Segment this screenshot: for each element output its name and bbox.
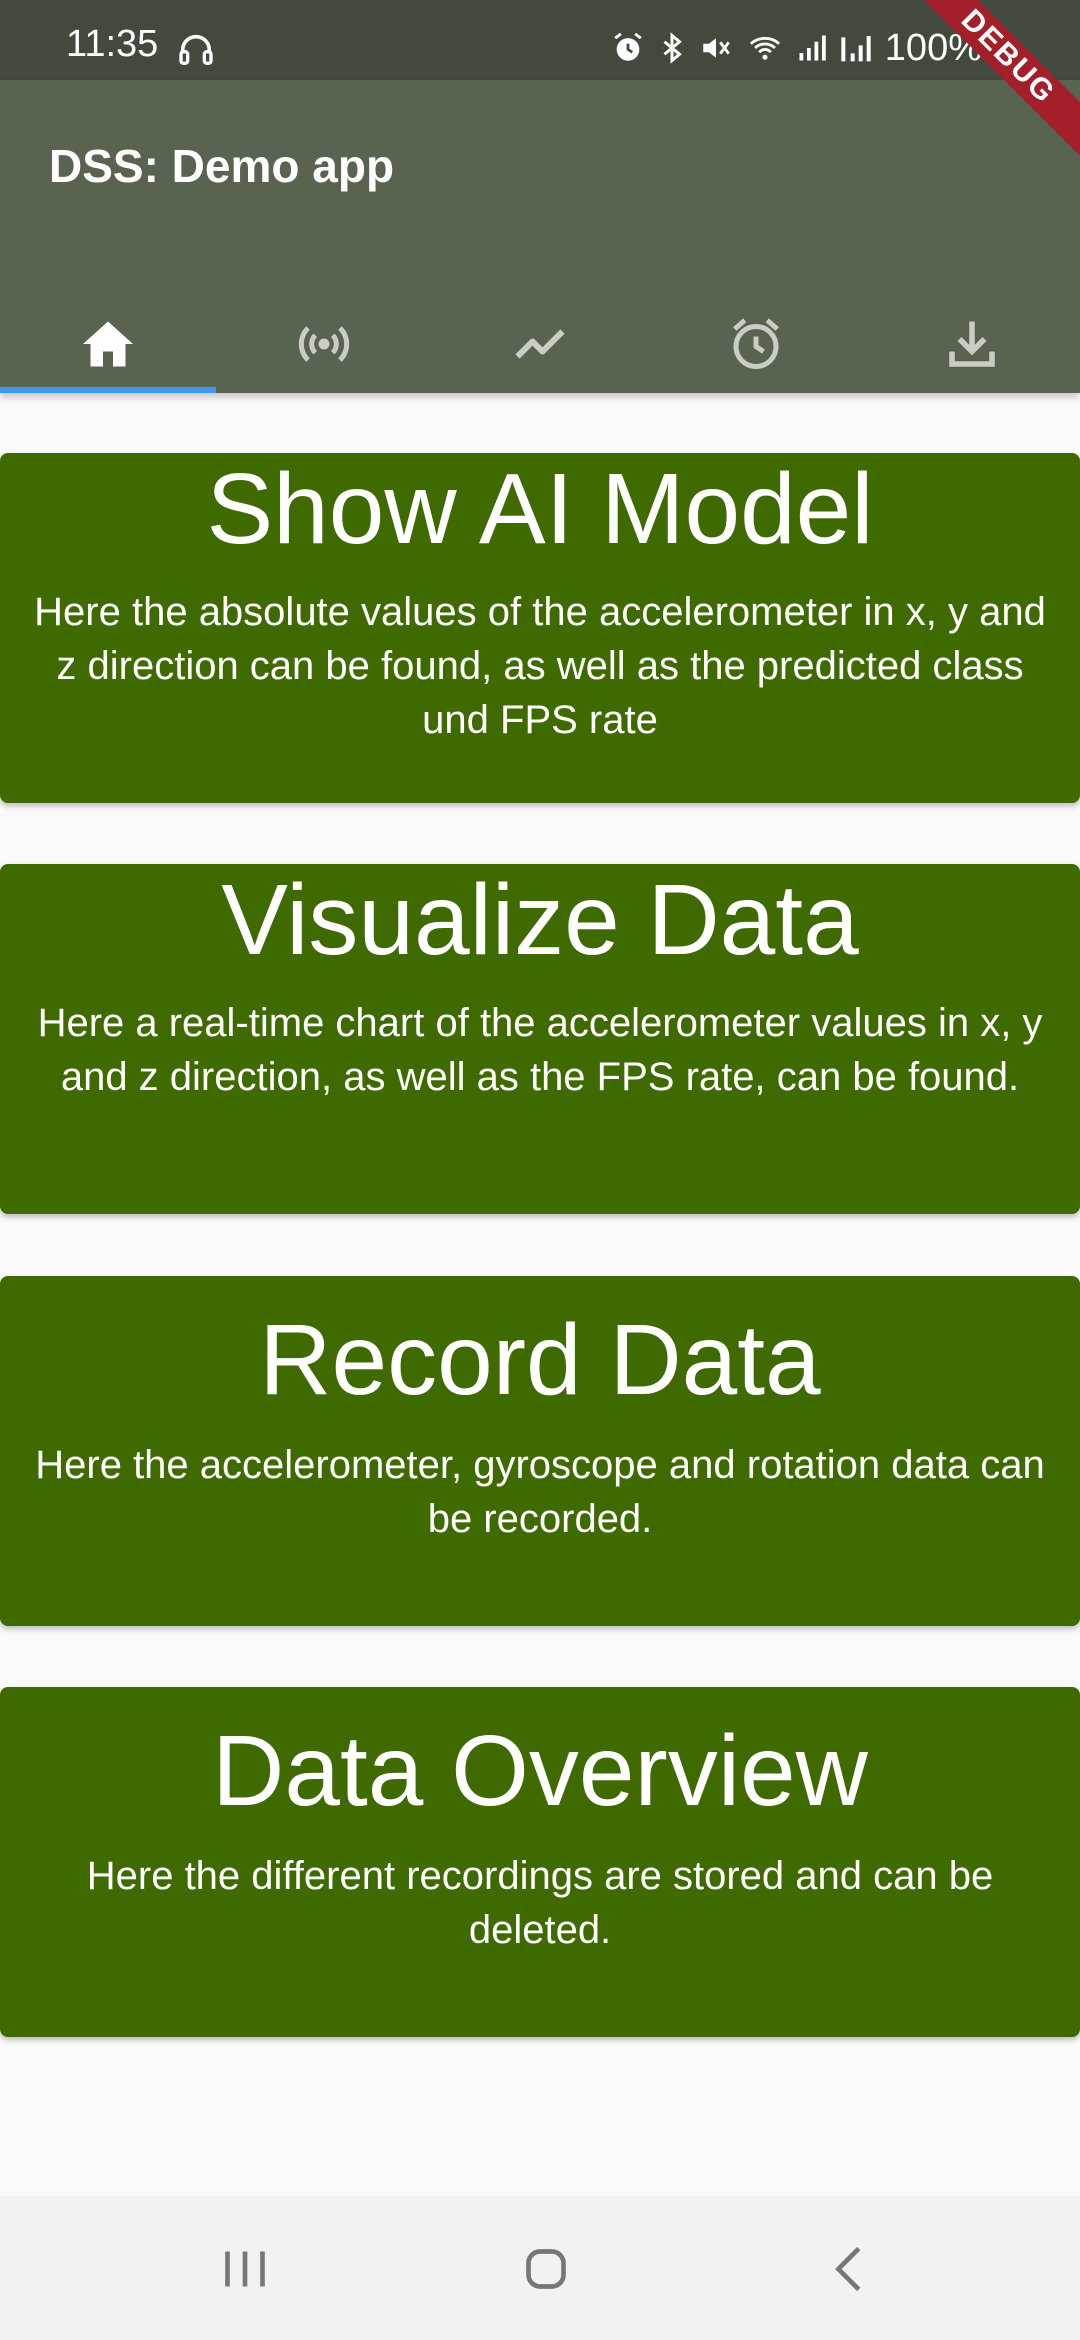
card-show-ai-model[interactable]: Show AI Model Here the absolute values o…: [0, 453, 1080, 803]
card-record-data[interactable]: Record Data Here the accelerometer, gyro…: [0, 1276, 1080, 1626]
tab-bar: [0, 280, 1080, 393]
card-data-overview[interactable]: Data Overview Here the different recordi…: [0, 1687, 1080, 2037]
signal-icon: [797, 32, 827, 64]
recents-icon: [210, 2234, 280, 2304]
card-description: Here the different recordings are stored…: [86, 1854, 994, 1952]
card-description: Here a real-time chart of the accelerome…: [37, 1001, 1043, 1099]
alarm-icon: [611, 31, 645, 65]
tab-download[interactable]: [864, 280, 1080, 393]
card-visualize-data[interactable]: Visualize Data Here a real-time chart of…: [0, 864, 1080, 1214]
tab-chart[interactable]: [432, 280, 648, 393]
signal-lte-icon: [839, 32, 873, 64]
home-button[interactable]: [511, 2234, 581, 2304]
recents-button[interactable]: [210, 2234, 280, 2304]
card-title: Data Overview: [212, 1715, 868, 1827]
tab-indicator: [0, 387, 216, 393]
mute-icon: [699, 31, 733, 65]
app-title: DSS: Demo app: [49, 140, 395, 192]
home-icon: [78, 314, 138, 374]
card-title: Show AI Model: [206, 453, 874, 565]
home-circle-icon: [511, 2234, 581, 2304]
card-title: Visualize Data: [221, 864, 859, 976]
back-button[interactable]: [815, 2234, 885, 2304]
status-icons: 100%: [611, 28, 1016, 68]
back-icon: [815, 2234, 885, 2304]
status-bar: 11:35 100%: [0, 0, 1080, 80]
tab-record[interactable]: [648, 280, 864, 393]
bluetooth-icon: [657, 30, 687, 66]
wifi-icon: [745, 31, 785, 65]
headphones-icon: [176, 30, 216, 70]
trend-line-icon: [510, 314, 570, 374]
download-icon: [942, 314, 1002, 374]
app-bar: DSS: Demo app: [0, 80, 1080, 393]
card-title: Record Data: [259, 1304, 821, 1416]
broadcast-icon: [294, 314, 354, 374]
alarm-clock-icon: [726, 314, 786, 374]
system-nav-bar: [0, 2196, 1080, 2340]
tab-sensors[interactable]: [216, 280, 432, 393]
tab-home[interactable]: [0, 280, 216, 393]
card-description: Here the accelerometer, gyroscope and ro…: [35, 1443, 1045, 1541]
card-description: Here the absolute values of the accelero…: [34, 590, 1046, 742]
status-time: 11:35: [66, 23, 159, 65]
